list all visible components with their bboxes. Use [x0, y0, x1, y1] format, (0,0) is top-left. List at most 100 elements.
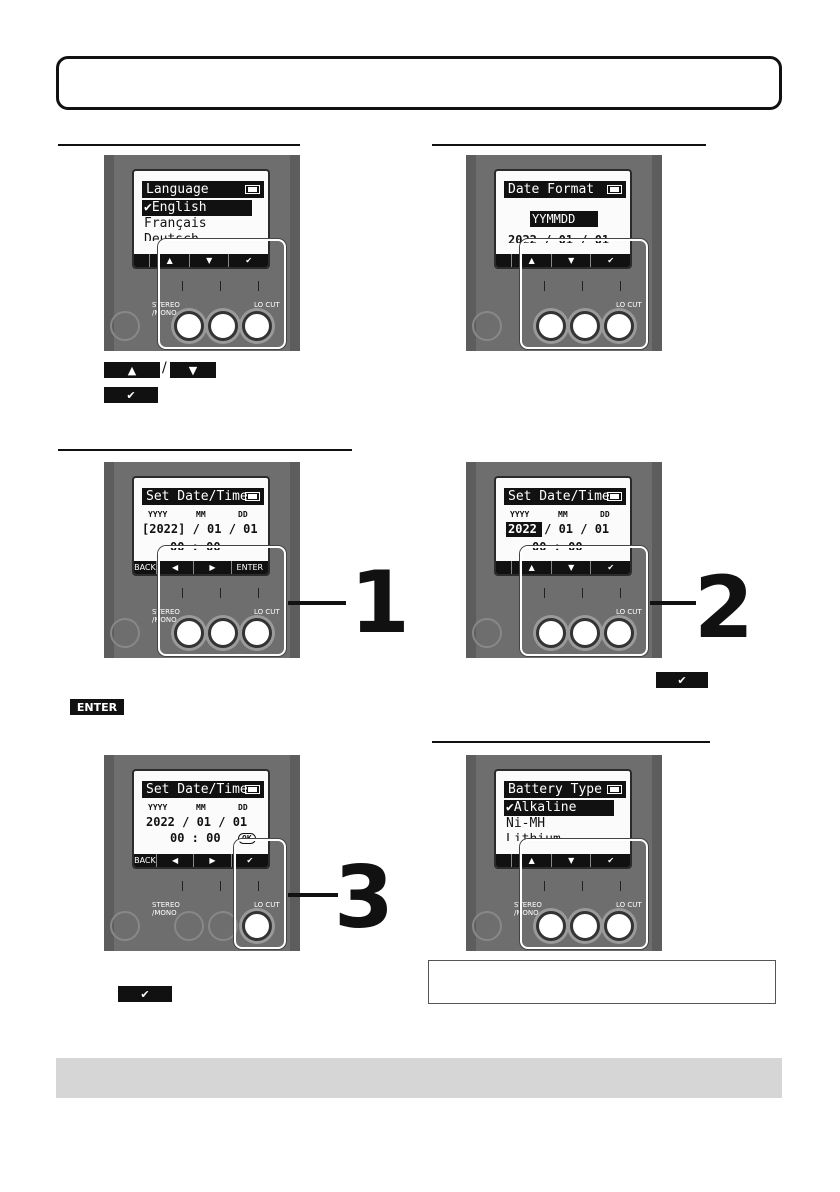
- check-key-icon: check-icon✔: [104, 387, 158, 403]
- section-rule-battery: [432, 741, 710, 743]
- zoom-in-button[interactable]: [208, 618, 238, 648]
- soft-key-bar: BACK ◀ ▶ ENTER: [134, 561, 268, 574]
- battery-icon: [245, 492, 260, 501]
- lcd-screen: Battery Type ✔Alkaline Ni-MH Lithium ▲ ▼…: [494, 769, 632, 869]
- lo-cut-button[interactable]: [242, 911, 272, 941]
- softkey-up-icon: ▲: [149, 254, 189, 267]
- softkey-left-icon: ◀: [155, 854, 193, 867]
- down-key-icon: down-triangle-icon▼: [170, 362, 216, 378]
- date-value[interactable]: 2022 / 01 / 01: [146, 815, 248, 829]
- device-illustration-date-time-2: Set Date/Time YYYY MM DD 2022 / 01 / 01 …: [466, 462, 662, 658]
- button-highlight: [520, 239, 648, 349]
- battery-icon: [607, 185, 622, 194]
- step-number: 3: [334, 848, 394, 948]
- battery-option[interactable]: Ni-MH: [506, 816, 546, 831]
- softkey-enter: ENTER: [230, 561, 268, 574]
- battery-icon: [245, 185, 260, 194]
- zoom-in-button[interactable]: [570, 311, 600, 341]
- softkey-right-icon: ▶: [193, 561, 230, 574]
- battery-option-selected[interactable]: ✔Alkaline: [504, 800, 614, 816]
- softkey-back: [496, 254, 511, 267]
- button-highlight: [158, 239, 286, 349]
- softkey-check-icon: ✔: [590, 561, 630, 574]
- device-illustration-battery-type: Battery Type ✔Alkaline Ni-MH Lithium ▲ ▼…: [466, 755, 662, 951]
- battery-icon: [607, 492, 622, 501]
- zoom-in-button[interactable]: [570, 618, 600, 648]
- enter-key-icon: ENTER: [70, 699, 124, 715]
- up-key-icon: up-triangle-icon▲: [104, 362, 160, 378]
- note-box: [428, 960, 776, 1004]
- soft-key-bar: ▲ ▼ ✔: [496, 854, 630, 867]
- battery-icon: [245, 785, 260, 794]
- device-illustration-language: Language ✔English Français Deutsch ▲ ▼ ✔…: [104, 155, 300, 351]
- softkey-up-icon: ▲: [511, 854, 551, 867]
- softkey-back: BACK: [134, 563, 156, 572]
- zoom-out-button[interactable]: [174, 618, 204, 648]
- footer-band: [56, 1058, 782, 1098]
- lcd-title: Set Date/Time: [142, 488, 264, 505]
- section-rule-date-format: [432, 144, 706, 146]
- button-highlight: [520, 546, 648, 656]
- lcd-screen: Set Date/Time YYYY MM DD [2022] / 01 / 0…: [132, 476, 270, 576]
- softkey-down-icon: ▼: [550, 254, 591, 267]
- date-preview: 2022 / 01 / 01: [508, 233, 610, 243]
- time-value[interactable]: 00 : 00: [532, 540, 583, 550]
- softkey-check-icon: ✔: [590, 854, 630, 867]
- date-format-value[interactable]: YYMMDD: [530, 211, 598, 227]
- zoom-out-button[interactable]: [536, 911, 566, 941]
- time-value[interactable]: 00 : 00: [170, 540, 221, 550]
- section-rule-language: [58, 144, 300, 146]
- lcd-screen: Language ✔English Français Deutsch ▲ ▼ ✔: [132, 169, 270, 269]
- time-value[interactable]: 00 : 00: [170, 831, 221, 845]
- lo-cut-button[interactable]: [242, 618, 272, 648]
- step-number: 1: [350, 553, 410, 653]
- soft-key-bar: ▲ ▼ ✔: [496, 254, 630, 267]
- language-option[interactable]: Français: [144, 216, 207, 231]
- zoom-out-button[interactable]: [536, 311, 566, 341]
- lcd-screen: Set Date/Time YYYY MM DD 2022 / 01 / 01 …: [132, 769, 270, 869]
- zoom-out-button[interactable]: [536, 618, 566, 648]
- softkey-up-icon: ▲: [511, 561, 551, 574]
- softkey-check-icon: ✔: [230, 854, 268, 867]
- softkey-back: [496, 854, 511, 867]
- check-key-icon: ✔: [656, 672, 708, 688]
- softkey-down-icon: ▼: [550, 854, 591, 867]
- button-highlight: [520, 839, 648, 949]
- lcd-title: Set Date/Time: [504, 488, 626, 505]
- zoom-out-button[interactable]: [174, 311, 204, 341]
- zoom-in-button[interactable]: [208, 311, 238, 341]
- soft-key-bar: ▲ ▼ ✔: [134, 254, 268, 267]
- ok-badge[interactable]: OK: [238, 833, 256, 844]
- soft-key-bar: ▲ ▼ ✔: [496, 561, 630, 574]
- softkey-check-icon: ✔: [590, 254, 630, 267]
- device-illustration-date-time-1: Set Date/Time YYYY MM DD [2022] / 01 / 0…: [104, 462, 300, 658]
- lo-cut-button[interactable]: [604, 911, 634, 941]
- language-option-selected[interactable]: ✔English: [142, 200, 252, 216]
- lcd-title: Date Format: [504, 181, 626, 198]
- lo-cut-button[interactable]: [604, 618, 634, 648]
- button-highlight: [234, 839, 286, 949]
- lcd-screen: Set Date/Time YYYY MM DD 2022 / 01 / 01 …: [494, 476, 632, 576]
- language-option[interactable]: Deutsch: [144, 232, 199, 241]
- date-value[interactable]: [2022] / 01 / 01: [142, 522, 258, 536]
- battery-option[interactable]: Lithium: [506, 832, 561, 841]
- softkey-check-icon: ✔: [228, 254, 268, 267]
- softkey-back: BACK: [134, 856, 156, 865]
- device-illustration-date-format: Date Format YYMMDD 2022 / 01 / 01 ▲ ▼ ✔ …: [466, 155, 662, 351]
- zoom-in-button[interactable]: [570, 911, 600, 941]
- lcd-title: Battery Type: [504, 781, 626, 798]
- lcd-title: Set Date/Time: [142, 781, 264, 798]
- device-illustration-date-time-3: Set Date/Time YYYY MM DD 2022 / 01 / 01 …: [104, 755, 300, 951]
- button-highlight: [158, 546, 286, 656]
- softkey-back: [496, 561, 511, 574]
- softkey-right-icon: ▶: [193, 854, 230, 867]
- lo-cut-button[interactable]: [242, 311, 272, 341]
- lo-cut-button[interactable]: [604, 311, 634, 341]
- lcd-screen: Date Format YYMMDD 2022 / 01 / 01 ▲ ▼ ✔: [494, 169, 632, 269]
- softkey-back: [134, 254, 149, 267]
- softkey-down-icon: ▼: [188, 254, 229, 267]
- softkey-down-icon: ▼: [550, 561, 591, 574]
- softkey-left-icon: ◀: [155, 561, 193, 574]
- battery-icon: [607, 785, 622, 794]
- softkey-up-icon: ▲: [511, 254, 551, 267]
